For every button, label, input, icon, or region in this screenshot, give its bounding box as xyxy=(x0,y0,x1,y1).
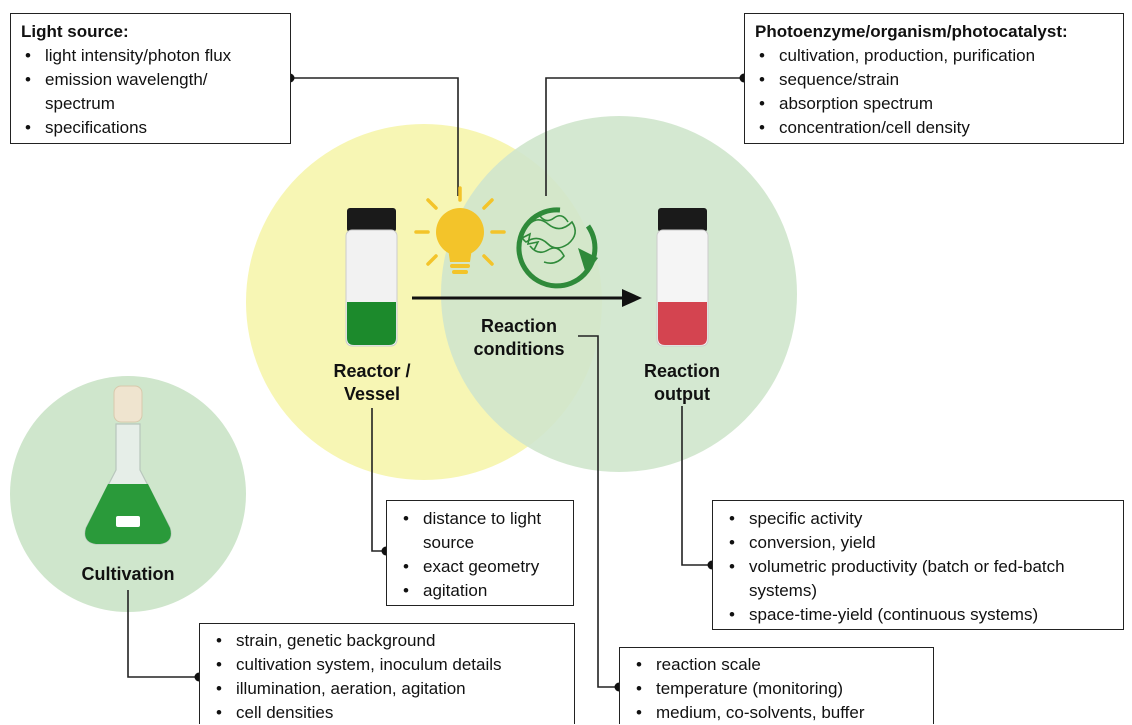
cultivation-item: cell densities xyxy=(212,701,566,725)
conditions-label-line1: Reaction xyxy=(480,316,558,336)
enzyme-cycle-icon xyxy=(516,207,598,289)
photoenzyme-item: concentration/cell density xyxy=(755,116,1113,140)
reactor-label-line1: Reactor / xyxy=(333,361,411,381)
cultivation-item: cultivation system, inoculum details xyxy=(212,653,566,677)
light-source-item: light intensity/photon flux xyxy=(21,44,280,68)
light-source-item: specifications xyxy=(21,116,280,140)
conditions-item: temperature (monitoring) xyxy=(632,677,925,701)
cultivation-label: Cultivation xyxy=(58,563,198,586)
output-label-line1: Reaction xyxy=(643,361,721,381)
cultivation-label-text: Cultivation xyxy=(81,564,175,584)
reaction-output-label: Reaction output xyxy=(622,360,742,406)
reactor-label-line2: Vessel xyxy=(343,384,401,404)
photoenzyme-title: Photoenzyme/organism/photocatalyst: xyxy=(755,22,1068,41)
conditions-box: reaction scale temperature (monitoring) … xyxy=(619,647,934,725)
reactor-item: distance to light source xyxy=(399,507,565,555)
output-label-line2: output xyxy=(654,384,710,404)
reactor-item: agitation xyxy=(399,579,565,603)
connector-cultivation xyxy=(127,590,199,678)
output-item: space-time-yield (continuous systems) xyxy=(725,603,1115,627)
connector-conditions xyxy=(578,335,619,688)
green-circle xyxy=(441,116,797,472)
conditions-item: reaction scale xyxy=(632,653,925,677)
connector-lines xyxy=(127,77,744,688)
reactor-box: distance to light source exact geometry … xyxy=(386,500,574,606)
conditions-item: medium, co-solvents, buffer xyxy=(632,701,925,725)
photoenzyme-item: absorption spectrum xyxy=(755,92,1113,116)
connector-reactor xyxy=(371,408,386,552)
reactor-item: exact geometry xyxy=(399,555,565,579)
conditions-label-line2: conditions xyxy=(473,339,565,359)
output-item: specific activity xyxy=(725,507,1115,531)
vessel-reactor-icon xyxy=(345,208,398,347)
reaction-conditions-label: Reaction conditions xyxy=(458,315,580,361)
photoenzyme-item: sequence/strain xyxy=(755,68,1113,92)
vessel-output-icon xyxy=(656,208,709,347)
output-item: volumetric productivity (batch or fed-ba… xyxy=(725,555,1115,603)
light-source-item: emission wavelength/ spectrum xyxy=(21,68,280,116)
connector-light-source xyxy=(290,77,459,196)
photoenzyme-box: Photoenzyme/organism/photocatalyst: cult… xyxy=(744,13,1124,144)
output-box: specific activity conversion, yield volu… xyxy=(712,500,1124,630)
connector-photoenzyme xyxy=(545,77,744,196)
light-source-title: Light source: xyxy=(21,22,129,41)
reaction-arrowhead xyxy=(622,289,642,307)
light-source-box: Light source: light intensity/photon flu… xyxy=(10,13,291,144)
cultivation-item: illumination, aeration, agitation xyxy=(212,677,566,701)
photoenzyme-item: cultivation, production, purification xyxy=(755,44,1113,68)
light-bulb-icon xyxy=(414,186,506,274)
output-item: conversion, yield xyxy=(725,531,1115,555)
cultivation-box: strain, genetic background cultivation s… xyxy=(199,623,575,725)
connector-output xyxy=(681,406,712,566)
reactor-vessel-label: Reactor / Vessel xyxy=(312,360,432,406)
flask-icon xyxy=(84,385,172,545)
cultivation-item: strain, genetic background xyxy=(212,629,566,653)
